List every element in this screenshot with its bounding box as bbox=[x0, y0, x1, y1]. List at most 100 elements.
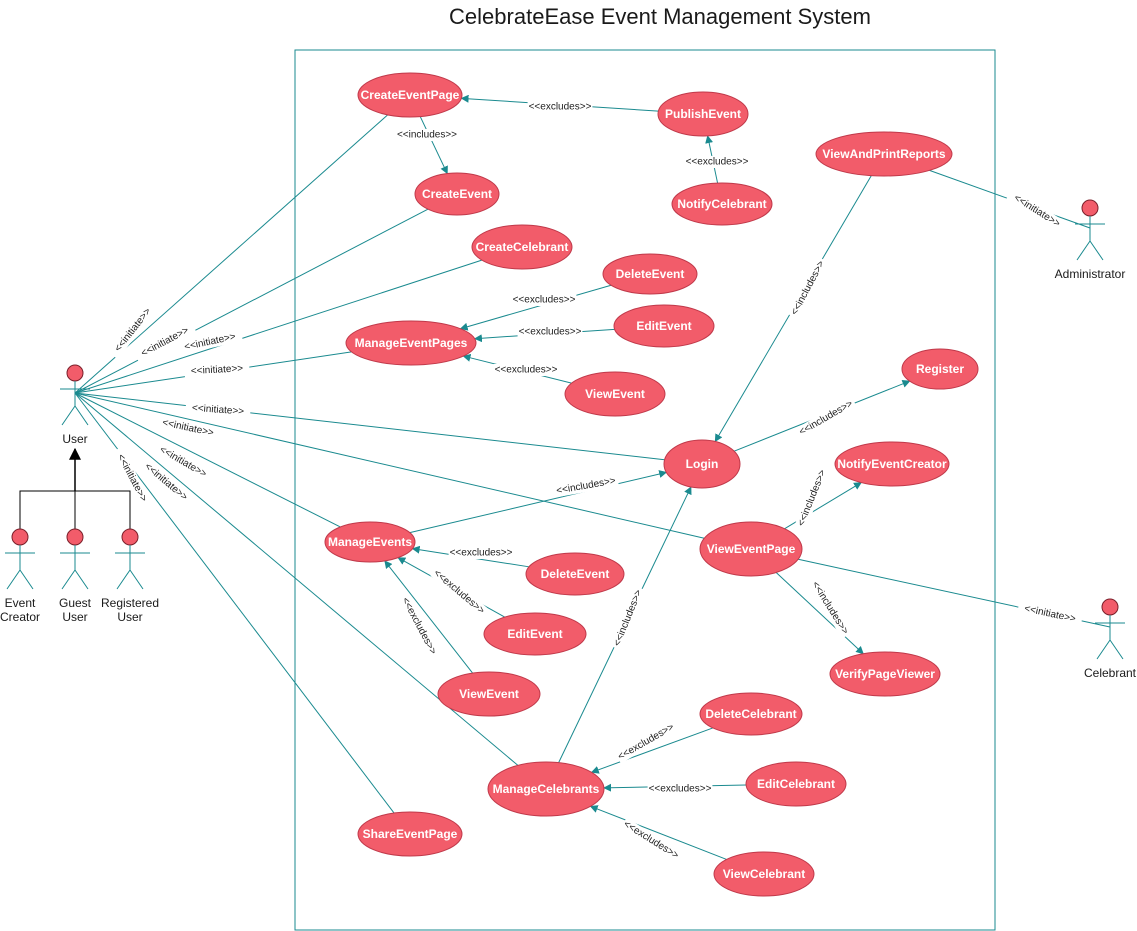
excludes-label: <<excludes>> bbox=[686, 157, 749, 168]
use-case-notify-celebrant[interactable]: NotifyCelebrant bbox=[671, 182, 773, 226]
use-case-ellipse[interactable] bbox=[483, 612, 587, 656]
use-case-manage-event-pages[interactable]: ManageEventPages bbox=[345, 320, 477, 366]
use-case-publish-event[interactable]: PublishEvent bbox=[657, 91, 749, 137]
relation-label-bg bbox=[517, 326, 583, 338]
includes-label: <<includes>> bbox=[789, 259, 827, 317]
use-case-login[interactable]: Login bbox=[663, 439, 741, 489]
use-case-ellipse[interactable] bbox=[345, 320, 477, 366]
use-case-delete-celebrant[interactable]: DeleteCelebrant bbox=[699, 692, 803, 736]
relation-line-create-event-page-to-create-event bbox=[419, 116, 448, 175]
use-case-ellipse[interactable] bbox=[414, 172, 500, 216]
diagram-title: CelebrateEase Event Management System bbox=[449, 4, 871, 29]
use-case-delete-event-1[interactable]: DeleteEvent bbox=[602, 253, 698, 295]
relation-label-bg bbox=[448, 547, 514, 559]
use-case-label: ViewAndPrintReports bbox=[822, 147, 945, 161]
includes-label: <<includes>> bbox=[797, 398, 855, 438]
actor-label: User bbox=[62, 432, 87, 446]
relation-line-user-to-view-event-page bbox=[74, 392, 705, 539]
use-case-label: CreateEventPage bbox=[361, 88, 460, 102]
relation-label-bg bbox=[184, 362, 250, 378]
use-case-create-celebrant[interactable]: CreateCelebrant bbox=[471, 224, 573, 270]
use-case-create-event[interactable]: CreateEvent bbox=[414, 172, 500, 216]
use-case-ellipse[interactable] bbox=[324, 521, 416, 563]
use-case-edit-event-2[interactable]: EditEvent bbox=[483, 612, 587, 656]
initiate-label: <<initiate>> bbox=[1023, 603, 1077, 625]
use-case-ellipse[interactable] bbox=[525, 552, 625, 596]
use-case-register[interactable]: Register bbox=[901, 348, 979, 390]
use-case-manage-celebrants[interactable]: ManageCelebrants bbox=[487, 761, 605, 817]
relation-label-bg bbox=[614, 720, 678, 764]
use-case-ellipse[interactable] bbox=[487, 761, 605, 817]
use-case-ellipse[interactable] bbox=[671, 182, 773, 226]
includes-label: <<includes>> bbox=[796, 468, 829, 528]
use-case-ellipse[interactable] bbox=[699, 521, 803, 577]
relation-label-bg bbox=[493, 364, 559, 376]
relation-label-bg bbox=[794, 465, 830, 531]
use-case-label: NotifyCelebrant bbox=[677, 197, 766, 211]
use-case-view-and-print-reports[interactable]: ViewAndPrintReports bbox=[815, 131, 953, 177]
use-case-verify-page-viewer[interactable]: VerifyPageViewer bbox=[829, 651, 941, 697]
use-case-view-event-1[interactable]: ViewEvent bbox=[564, 371, 666, 417]
use-case-label: ViewEvent bbox=[459, 687, 519, 701]
use-case-label: NotifyEventCreator bbox=[837, 457, 947, 471]
relation-label-bg bbox=[398, 594, 440, 658]
use-case-create-event-page[interactable]: CreateEventPage bbox=[357, 72, 463, 118]
use-case-ellipse[interactable] bbox=[613, 304, 715, 348]
actor-body-icon bbox=[115, 545, 145, 590]
use-case-edit-celebrant[interactable]: EditCelebrant bbox=[745, 761, 847, 807]
use-case-ellipse[interactable] bbox=[713, 851, 815, 897]
relation-label-bg bbox=[430, 566, 488, 618]
use-case-label: ShareEventPage bbox=[363, 827, 458, 841]
excludes-label: <<excludes>> bbox=[649, 784, 712, 795]
includes-label: <<includes>> bbox=[397, 130, 457, 141]
actor-administrator[interactable]: Administrator bbox=[1055, 199, 1126, 281]
use-case-ellipse[interactable] bbox=[745, 761, 847, 807]
initiate-label: <<initiate>> bbox=[191, 363, 244, 377]
use-case-view-event-2[interactable]: ViewEvent bbox=[437, 671, 541, 717]
use-case-label: ManageCelebrants bbox=[493, 782, 600, 796]
actor-celebrant[interactable]: Celebrant bbox=[1084, 598, 1137, 680]
relation-label-bg bbox=[610, 585, 646, 651]
use-case-ellipse[interactable] bbox=[602, 253, 698, 295]
relation-line-user-to-manage-events bbox=[74, 392, 341, 528]
use-case-label: EditCelebrant bbox=[757, 777, 835, 791]
use-case-edit-event-1[interactable]: EditEvent bbox=[613, 304, 715, 348]
use-case-ellipse[interactable] bbox=[815, 131, 953, 177]
excludes-label: <<excludes>> bbox=[621, 819, 680, 862]
use-case-ellipse[interactable] bbox=[357, 811, 463, 857]
relation-label-bg bbox=[133, 321, 197, 363]
use-case-ellipse[interactable] bbox=[829, 651, 941, 697]
use-case-ellipse[interactable] bbox=[901, 348, 979, 390]
relation-label-bg bbox=[394, 129, 460, 141]
use-case-ellipse[interactable] bbox=[657, 91, 749, 137]
actor-body-icon bbox=[60, 545, 90, 590]
excludes-label: <<excludes>> bbox=[616, 722, 676, 763]
actor-user[interactable]: User bbox=[60, 364, 90, 446]
use-case-ellipse[interactable] bbox=[699, 692, 803, 736]
use-case-ellipse[interactable] bbox=[564, 371, 666, 417]
actor-head-icon bbox=[121, 528, 139, 546]
use-case-ellipse[interactable] bbox=[663, 439, 741, 489]
use-case-share-event-page[interactable]: ShareEventPage bbox=[357, 811, 463, 857]
relation-label-bg bbox=[647, 783, 713, 795]
relation-label-bg bbox=[553, 474, 619, 498]
use-case-ellipse[interactable] bbox=[437, 671, 541, 717]
actor-head-icon bbox=[11, 528, 29, 546]
use-case-ellipse[interactable] bbox=[471, 224, 573, 270]
relation-line-user-to-create-event bbox=[74, 208, 429, 394]
use-case-ellipse[interactable] bbox=[834, 441, 950, 487]
use-case-view-event-page[interactable]: ViewEventPage bbox=[699, 521, 803, 577]
use-case-delete-event-2[interactable]: DeleteEvent bbox=[525, 552, 625, 596]
use-case-manage-events[interactable]: ManageEvents bbox=[324, 521, 416, 563]
actor-body-icon bbox=[60, 381, 90, 426]
actor-body-icon bbox=[1095, 615, 1125, 660]
actor-label: Administrator bbox=[1055, 267, 1126, 281]
use-case-view-celebrant[interactable]: ViewCelebrant bbox=[713, 851, 815, 897]
actor-event-creator[interactable]: EventCreator bbox=[0, 528, 40, 624]
use-case-ellipse[interactable] bbox=[357, 72, 463, 118]
use-case-notify-event-creator[interactable]: NotifyEventCreator bbox=[834, 441, 950, 487]
generalization-line-registered-user bbox=[75, 490, 131, 529]
